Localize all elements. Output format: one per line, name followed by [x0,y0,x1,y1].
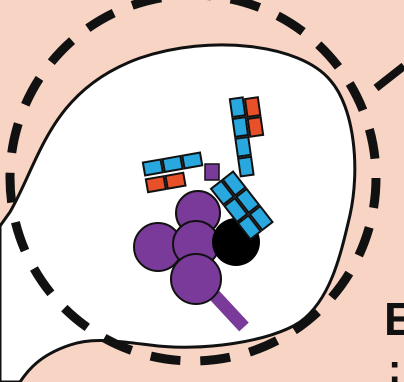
heavy-chain-segment [143,159,163,175]
heavy-chain-segment [235,137,250,157]
antibody-hinge [205,164,219,180]
receptor-domain-4 [171,254,221,304]
light-chain-segment [146,176,166,192]
light-chain-segment [166,173,186,189]
edge-heading-letter: E [384,293,404,345]
heavy-chain-segment [163,156,183,172]
heavy-chain-segment [238,157,253,177]
heavy-chain-segment [182,153,202,169]
light-chain-segment [245,97,260,117]
edge-heading-colon: : [388,347,401,382]
light-chain-segment [248,117,263,137]
heavy-chain-segment [233,117,248,137]
heavy-chain-segment [230,97,245,117]
